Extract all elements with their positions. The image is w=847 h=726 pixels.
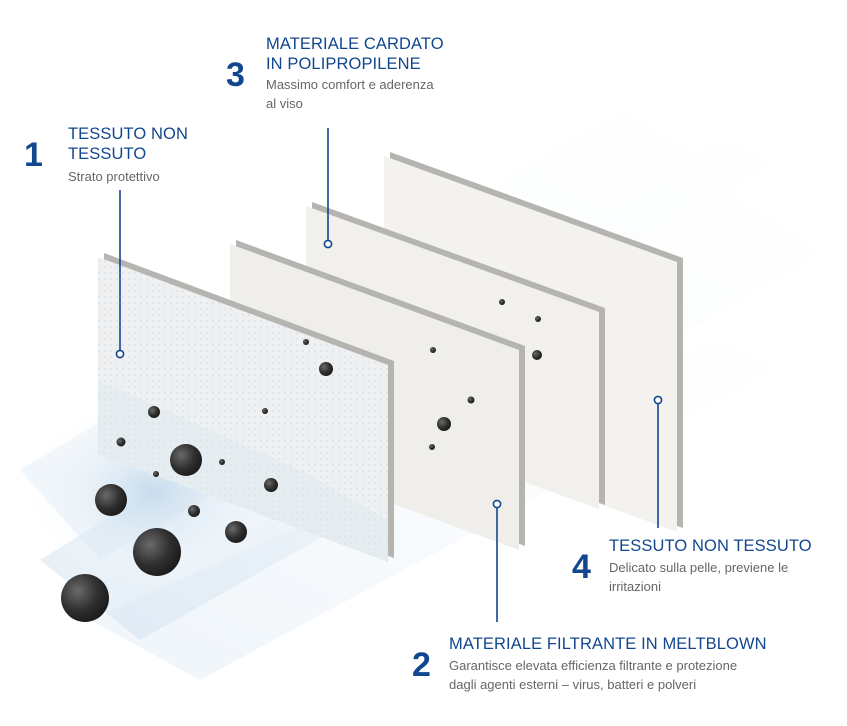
layer-4-description-line2: irritazioni xyxy=(609,579,662,594)
layer-2-description-line1: Garantisce elevata efficienza filtrante … xyxy=(449,658,738,673)
layer-2-description: Garantisce elevata efficienza filtrante … xyxy=(449,656,767,694)
layer-2-number: 2 xyxy=(412,646,431,684)
layer-3-number: 3 xyxy=(226,56,245,94)
layer-3-description-line2: al viso xyxy=(266,96,303,111)
layer-4-number: 4 xyxy=(572,548,591,586)
layer-3-callout: MATERIALE CARDATO IN POLIPROPILENE Massi… xyxy=(266,34,444,113)
layer-1-description: Strato protettivo xyxy=(68,169,160,184)
layer-3-title-line2: IN POLIPROPILENE xyxy=(266,55,421,73)
layer-4-title: TESSUTO NON TESSUTO xyxy=(609,537,812,555)
layer-3-description-line1: Massimo comfort e aderenza xyxy=(266,77,434,92)
layer-2-description-line2: dagli agenti esterni – virus, batteri e … xyxy=(449,677,697,692)
layer-1-title-line1: TESSUTO NON xyxy=(68,125,188,143)
layer-1-title-line2: TESSUTO xyxy=(68,145,147,163)
layer-1-callout: TESSUTO NON TESSUTO Strato protettivo xyxy=(68,124,188,186)
leader-lines xyxy=(115,128,663,622)
layer-4-callout: TESSUTO NON TESSUTO Delicato sulla pelle… xyxy=(609,536,812,596)
layer-1-number: 1 xyxy=(24,136,43,174)
layer-3-title: MATERIALE CARDATO IN POLIPROPILENE xyxy=(266,34,444,74)
layer-1-panel xyxy=(98,253,394,562)
layer-3-description: Massimo comfort e aderenza al viso xyxy=(266,75,444,113)
particles xyxy=(61,299,542,622)
layer-2-title: MATERIALE FILTRANTE IN MELTBLOWN xyxy=(449,635,767,653)
layer-2-callout: MATERIALE FILTRANTE IN MELTBLOWN Garanti… xyxy=(449,634,767,694)
layer-4-description: Delicato sulla pelle, previene le irrita… xyxy=(609,558,812,596)
layer-4-description-line1: Delicato sulla pelle, previene le xyxy=(609,560,789,575)
layer-1-title: TESSUTO NON TESSUTO xyxy=(68,124,188,164)
layer-3-title-line1: MATERIALE CARDATO xyxy=(266,35,444,53)
